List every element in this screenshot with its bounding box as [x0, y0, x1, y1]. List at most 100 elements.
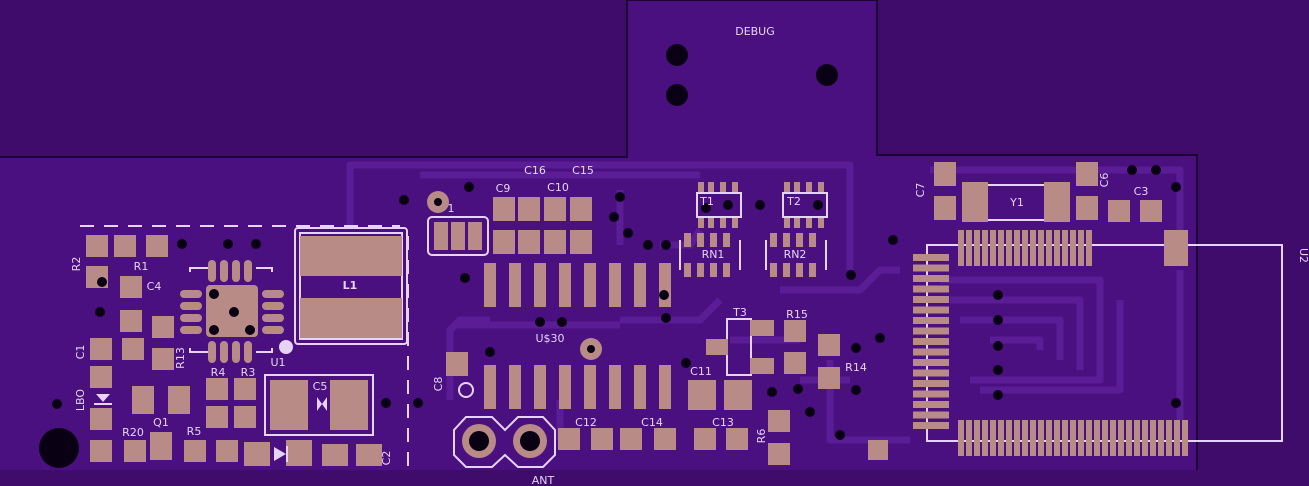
label-c12: C12: [575, 416, 597, 429]
label-c14: C14: [641, 416, 663, 429]
vias: [52, 165, 1181, 440]
ant-connector-outline: [453, 416, 556, 468]
u2-top-pad: [1070, 230, 1076, 266]
u2-bottom-pad: [1046, 420, 1052, 456]
label-r20: R20: [122, 426, 144, 439]
label-c5: C5: [313, 380, 328, 393]
label-u30: U$30: [535, 332, 564, 345]
via: [1171, 182, 1181, 192]
u2-top-pad: [1006, 230, 1012, 266]
label-c10: C10: [547, 181, 569, 194]
u2-module-pads: [913, 230, 1188, 456]
via: [381, 398, 391, 408]
u2-side-pad: [913, 327, 949, 335]
u2-bottom-pad: [1126, 420, 1132, 456]
u2-bottom-pad: [1078, 420, 1084, 456]
label-l1: L1: [343, 279, 358, 292]
via: [805, 407, 815, 417]
u2-bottom-pad: [1166, 420, 1172, 456]
u2-side-pad: [913, 369, 949, 377]
label-r1: R1: [134, 260, 149, 273]
label-c2: C2: [380, 451, 393, 466]
via: [464, 182, 474, 192]
u2-bottom-pad: [1022, 420, 1028, 456]
label-c15: C15: [572, 164, 594, 177]
via: [846, 270, 856, 280]
u2-side-pad: [913, 348, 949, 356]
label-c13: C13: [712, 416, 734, 429]
via: [793, 384, 803, 394]
via: [851, 385, 861, 395]
via: [223, 239, 233, 249]
u2-top-pad: [1014, 230, 1020, 266]
via: [1171, 398, 1181, 408]
u2-bottom-pad: [1110, 420, 1116, 456]
label-q1: Q1: [153, 416, 169, 429]
u2-top-pad: [1022, 230, 1028, 266]
label-c16: C16: [524, 164, 546, 177]
label-t3: T3: [732, 306, 747, 319]
via: [993, 341, 1003, 351]
via: [95, 307, 105, 317]
label-r2: R2: [70, 257, 83, 272]
u2-side-pad: [913, 275, 949, 282]
via: [888, 235, 898, 245]
u2-side-pad: [913, 390, 949, 398]
via: [557, 317, 567, 327]
via: [623, 228, 633, 238]
u2-side-pad: [913, 317, 949, 324]
via: [723, 200, 733, 210]
via: [460, 273, 470, 283]
u2-bottom-pad: [1094, 420, 1100, 456]
dashed-outline: [80, 225, 409, 470]
via: [661, 240, 671, 250]
u2-bottom-pad: [1014, 420, 1020, 456]
via: [399, 195, 409, 205]
u2-side-pad: [913, 285, 949, 293]
u2-bottom-pad: [1158, 420, 1164, 456]
u2-bottom-pad: [1086, 420, 1092, 456]
label-r6: R6: [755, 429, 768, 444]
label-r4: R4: [211, 366, 226, 379]
u2-bottom-pad: [1070, 420, 1076, 456]
via: [413, 398, 423, 408]
u2-bottom-pad: [1182, 420, 1188, 456]
label-c6: C6: [1098, 173, 1111, 188]
u2-top-pad: [1030, 230, 1036, 266]
u2-top-pad: [1086, 230, 1092, 266]
silk-markers: [94, 340, 888, 462]
via: [97, 277, 107, 287]
u2-bottom-pad: [1142, 420, 1148, 456]
label-c9: C9: [496, 182, 511, 195]
via: [52, 399, 62, 409]
via: [209, 289, 219, 299]
via: [993, 315, 1003, 325]
via: [659, 290, 669, 300]
u2-bottom-pad: [1006, 420, 1012, 456]
via: [813, 200, 823, 210]
u2-side-pad: [913, 264, 949, 272]
via: [767, 387, 777, 397]
label-u1: U1: [270, 356, 285, 369]
u2-top-pad: [958, 230, 964, 266]
label-r13: R13: [174, 347, 187, 369]
via: [993, 390, 1003, 400]
u2-top-pad: [1038, 230, 1044, 266]
u2-side-pad: [913, 422, 949, 429]
u2-side-pad: [913, 380, 949, 387]
u2-top-pad: [966, 230, 972, 266]
u2-bottom-pad: [958, 420, 964, 456]
label-r14: R14: [845, 361, 867, 374]
u2-top-pad: [1062, 230, 1068, 266]
u2-bottom-pad: [1054, 420, 1060, 456]
via: [993, 365, 1003, 375]
u2-bottom-pad: [1134, 420, 1140, 456]
u2-top-pad: [1054, 230, 1060, 266]
u2-top-pad: [1046, 230, 1052, 266]
u2-side-pad: [913, 401, 949, 408]
mounting-holes: [39, 44, 838, 468]
label-debug: DEBUG: [735, 25, 775, 38]
label-u2: U2: [1297, 248, 1309, 263]
label-rn1: RN1: [702, 248, 725, 261]
